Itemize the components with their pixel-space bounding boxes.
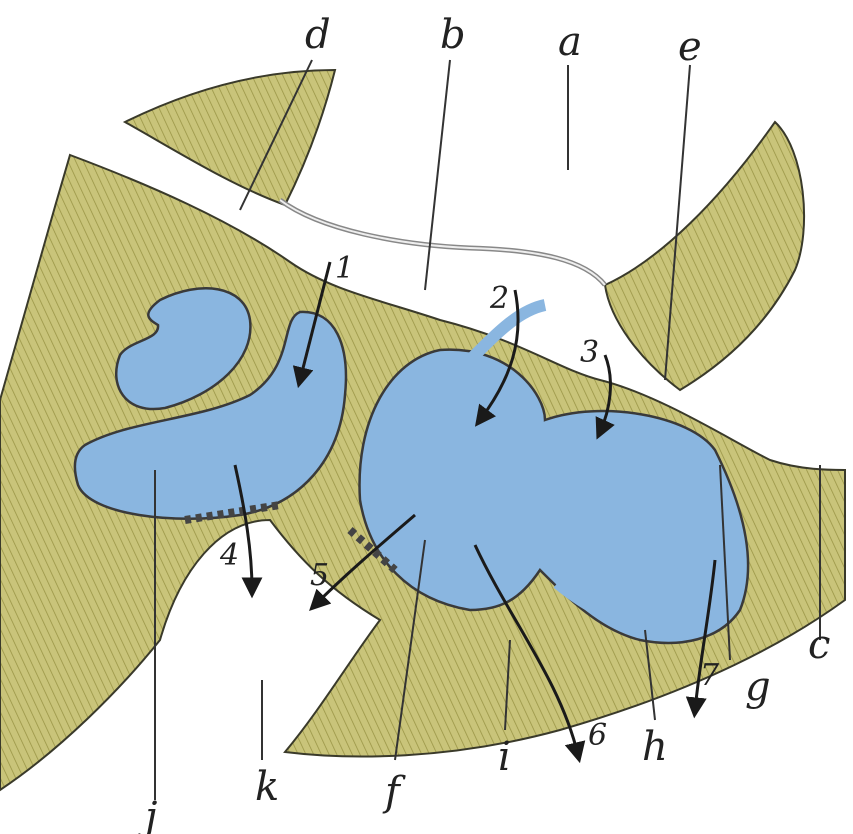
arrow-label-5: 5 xyxy=(310,558,329,593)
label-d: d xyxy=(305,12,331,58)
label-g: g xyxy=(745,664,771,710)
label-i: i xyxy=(498,734,511,780)
label-f: f xyxy=(382,769,406,815)
upper-left-bone xyxy=(125,70,335,205)
arrow-label-6: 6 xyxy=(588,718,607,753)
label-c: c xyxy=(808,622,830,668)
arrow-label-4: 4 xyxy=(219,538,239,573)
arrow-label-3: 3 xyxy=(580,335,599,370)
upper-right-bone xyxy=(605,122,804,390)
arrow-label-1: 1 xyxy=(335,251,354,286)
label-k: k xyxy=(255,764,279,810)
label-b: b xyxy=(440,12,466,58)
label-e: e xyxy=(678,24,702,70)
label-j: j xyxy=(137,794,157,834)
arrow-label-2: 2 xyxy=(489,281,509,316)
label-a: a xyxy=(558,19,582,65)
arrow-label-7: 7 xyxy=(700,658,720,693)
label-h: h xyxy=(642,724,668,770)
